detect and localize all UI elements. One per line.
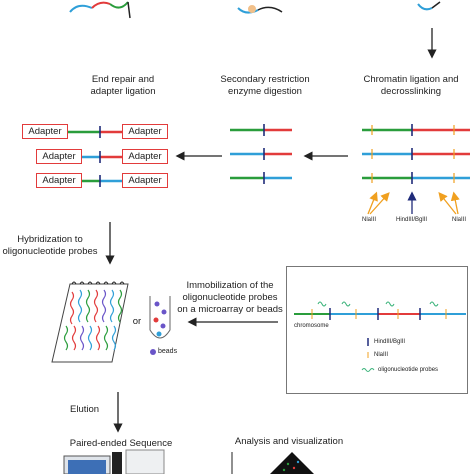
legend-nlaiii: NlaIII bbox=[374, 352, 389, 358]
digested-fragments bbox=[230, 124, 292, 184]
sequencer-machine bbox=[63, 449, 165, 474]
legend-symbols bbox=[361, 338, 375, 372]
legend-probes: oligonucleotide probes bbox=[378, 367, 439, 373]
top-illustration-center bbox=[237, 5, 283, 14]
legend-chromosome: chromosome bbox=[294, 323, 329, 329]
microarray bbox=[51, 281, 129, 363]
step-secondary-digestion: Secondary restriction enzyme digestion bbox=[220, 74, 310, 97]
enzyme-label-right: NlaIII bbox=[452, 217, 467, 223]
step-analysis: Analysis and visualization bbox=[234, 436, 344, 447]
adapter-fragments bbox=[66, 126, 122, 187]
legend-hindiii: HindIII/BglII bbox=[374, 339, 406, 345]
or-label: or bbox=[132, 316, 142, 327]
top-illustration-left bbox=[69, 1, 131, 19]
bead-tube bbox=[149, 296, 171, 355]
legend-chromosome-line bbox=[294, 301, 466, 320]
adapter-box: Adapter bbox=[36, 149, 82, 164]
adapter-box: Adapter bbox=[122, 124, 168, 139]
step-end-repair: End repair and adapter ligation bbox=[90, 74, 156, 97]
adapter-box: Adapter bbox=[122, 149, 168, 164]
adapter-box: Adapter bbox=[122, 173, 168, 188]
step-paired-end: Paired-ended Sequence bbox=[69, 438, 173, 449]
beads-label: beads bbox=[158, 348, 178, 355]
step-immobilization: Immobilization of the oligonucleotide pr… bbox=[177, 280, 283, 315]
step-hybridization: Hybridization to oligonucleotide probes bbox=[2, 234, 98, 257]
step-chromatin-ligation: Chromatin ligation and decrosslinking bbox=[363, 74, 459, 97]
ligated-fragments bbox=[362, 124, 470, 184]
adapter-box: Adapter bbox=[36, 173, 82, 188]
legend-box bbox=[286, 266, 468, 394]
adapter-box: Adapter bbox=[22, 124, 68, 139]
step-elution: Elution bbox=[70, 404, 100, 415]
enzyme-label-left: NlaIII bbox=[362, 217, 377, 223]
enzyme-label-center: HindIII/BglII bbox=[396, 217, 428, 223]
analysis-graphic bbox=[231, 452, 314, 474]
top-illustration-right bbox=[417, 1, 441, 11]
enzyme-arrows bbox=[367, 191, 460, 215]
